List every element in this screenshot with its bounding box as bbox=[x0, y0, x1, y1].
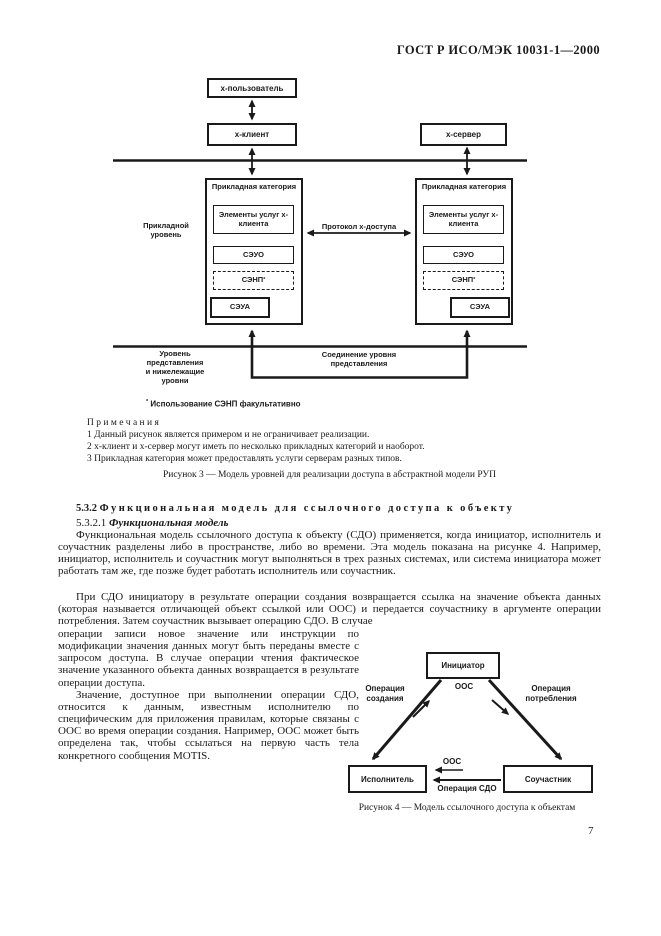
box-seua: СЭУА bbox=[210, 297, 270, 318]
figure3-footnote: * Использование СЭНП факультативно bbox=[146, 398, 301, 409]
service-elements-label: Элементы услуг x-клиента bbox=[218, 210, 289, 228]
box-service-elements: Элементы услуг x-клиента bbox=[423, 205, 504, 234]
figure4-caption: Рисунок 4 — Модель ссылочного доступа к … bbox=[358, 803, 576, 813]
label-consume-operation: Операция потребления bbox=[525, 684, 577, 703]
heading-5-3-2: 5.3.2 Функциональная модель для ссылочно… bbox=[76, 503, 514, 514]
box-performer: Исполнитель bbox=[348, 765, 427, 793]
box-app-category-right: Прикладная категория Элементы услуг x-кл… bbox=[415, 178, 513, 325]
note-item: 2 x-клиент и x-сервер могут иметь по нес… bbox=[87, 442, 425, 452]
label-oos-top: ООС bbox=[454, 682, 474, 691]
box-x-client: x-клиент bbox=[207, 123, 297, 146]
label-lower-layers: Уровень представления и нижележащие уров… bbox=[145, 349, 205, 385]
box-senp: СЭНП* bbox=[213, 271, 294, 290]
box-x-server-label: x-сервер bbox=[445, 130, 482, 139]
footnote-mark: * bbox=[146, 399, 149, 405]
subheading-number: 5.3.2.1 bbox=[76, 517, 107, 529]
label-oos-arrow: ООС bbox=[442, 757, 462, 766]
label-create-operation: Операция создания bbox=[365, 684, 405, 703]
participant-label: Соучастник bbox=[524, 774, 572, 784]
note-item: 3 Прикладная категория может предоставля… bbox=[87, 454, 402, 464]
label-sdo-operation: Операция СДО bbox=[437, 784, 497, 793]
service-elements-label: Элементы услуг x-клиента bbox=[428, 210, 499, 228]
paragraph-2-full-width: При СДО инициатору в результате операции… bbox=[58, 591, 601, 628]
notes-title: П р и м е ч а н и я bbox=[87, 418, 159, 428]
label-presentation-connection: Соединение уровня представления bbox=[321, 350, 397, 368]
seuo-label: СЭУО bbox=[453, 249, 474, 259]
box-seuo: СЭУО bbox=[213, 246, 294, 264]
paragraph-2-column: операции записи новое значение или инстр… bbox=[58, 628, 359, 689]
footnote-text: Использование СЭНП факультативно bbox=[150, 399, 301, 409]
box-participant: Соучастник bbox=[503, 765, 593, 793]
heading-title: Функциональная модель для ссылочного дос… bbox=[99, 503, 515, 514]
paragraph-3: Значение, доступное при выполнении опера… bbox=[58, 688, 359, 762]
senp-label: СЭНП bbox=[241, 275, 264, 285]
app-category-title: Прикладная категория bbox=[421, 182, 507, 191]
standard-number: ГОСТ Р ИСО/МЭК 10031-1—2000 bbox=[396, 43, 600, 57]
seua-label: СЭУА bbox=[229, 302, 251, 312]
box-seuo: СЭУО bbox=[423, 246, 504, 264]
app-category-title: Прикладная категория bbox=[211, 182, 297, 191]
text-column: операции записи новое значение или инстр… bbox=[58, 628, 359, 762]
subheading-title: Функциональная модель bbox=[109, 517, 229, 529]
box-initiator: Инициатор bbox=[426, 652, 500, 679]
box-service-elements: Элементы услуг x-клиента bbox=[213, 205, 294, 234]
performer-label: Исполнитель bbox=[361, 774, 414, 784]
page-number: 7 bbox=[588, 825, 594, 837]
senp-footnote-mark: * bbox=[473, 277, 476, 284]
box-x-client-label: x-клиент bbox=[234, 130, 270, 139]
senp-label: СЭНП bbox=[451, 275, 474, 285]
box-senp: СЭНП* bbox=[423, 271, 504, 290]
note-item: 1 Данный рисунок является примером и не … bbox=[87, 430, 370, 440]
senp-footnote-mark: * bbox=[263, 277, 266, 284]
label-protocol: Протокол x-доступа bbox=[321, 222, 397, 231]
box-seua: СЭУА bbox=[450, 297, 510, 318]
seua-label: СЭУА bbox=[469, 302, 491, 312]
box-x-server: x-сервер bbox=[420, 123, 507, 146]
box-x-user: x-пользователь bbox=[207, 78, 297, 98]
heading-number: 5.3.2 bbox=[76, 503, 97, 514]
seuo-label: СЭУО bbox=[243, 249, 264, 259]
heading-5-3-2-1: 5.3.2.1 Функциональная модель bbox=[76, 517, 229, 529]
label-application-layer: Прикладной уровень bbox=[143, 221, 189, 239]
paragraph-1: Функциональная модель ссылочного доступа… bbox=[58, 529, 601, 578]
initiator-label: Инициатор bbox=[441, 661, 485, 670]
box-app-category-left: Прикладная категория Элементы услуг x-кл… bbox=[205, 178, 303, 325]
notes-block: П р и м е ч а н и я 1 Данный рисунок явл… bbox=[87, 417, 592, 465]
box-x-user-label: x-пользователь bbox=[220, 83, 284, 93]
figure3-caption: Рисунок 3 — Модель уровней для реализаци… bbox=[163, 470, 496, 480]
